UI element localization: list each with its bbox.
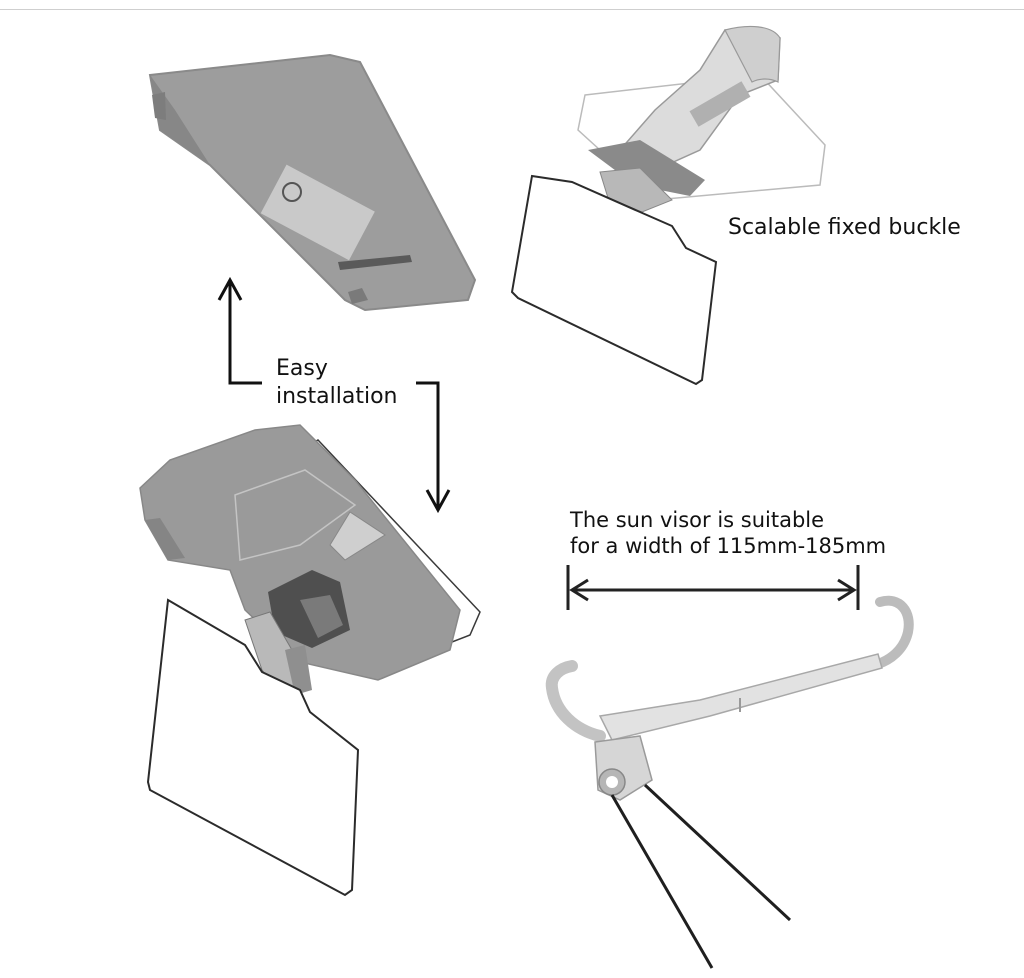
width-range-label: The sun visor is suitable for a width of… — [570, 507, 886, 560]
scalable-buckle-text: Scalable fixed buckle — [728, 215, 961, 240]
top-divider — [0, 9, 1024, 10]
visor-clip-with-lens — [510, 25, 826, 386]
easy-installation-label: Easy installation — [276, 355, 397, 410]
car-sun-visor-top — [148, 53, 477, 312]
installation-arrows — [217, 276, 451, 514]
width-range-line-2: for a width of 115mm-185mm — [570, 534, 887, 559]
width-dimension-arrow — [566, 565, 860, 610]
easy-installation-line-2: installation — [276, 383, 398, 409]
installed-visor-assembly — [139, 424, 481, 897]
extendable-clip-bar — [545, 595, 914, 969]
scalable-buckle-label: Scalable fixed buckle — [728, 214, 961, 242]
width-range-line-1: The sun visor is suitable — [570, 508, 825, 532]
easy-installation-line-1: Easy — [276, 356, 328, 381]
